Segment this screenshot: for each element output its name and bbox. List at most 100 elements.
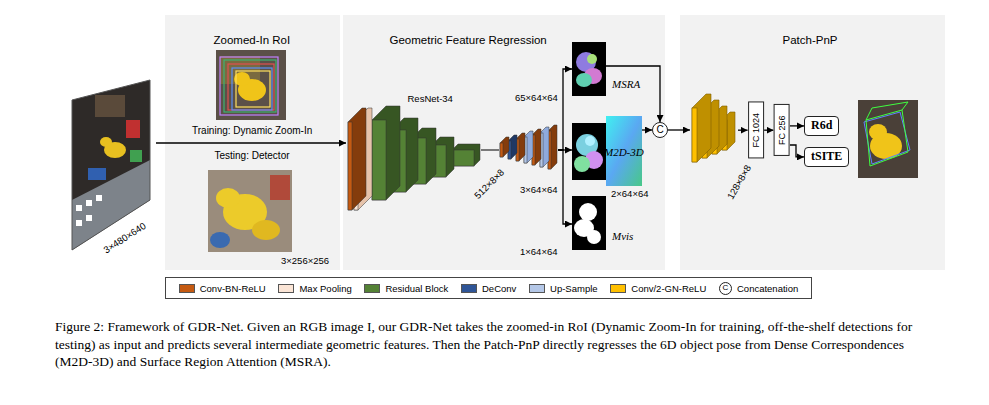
network-layers xyxy=(500,137,509,157)
input-photo xyxy=(60,70,160,260)
legend-box: Conv-BN-ReLU Max Pooling Residual Block DeC… xyxy=(165,277,812,299)
input-photo xyxy=(88,168,106,180)
flow-arrow xyxy=(642,129,652,130)
input-photo xyxy=(76,205,82,211)
network-layers xyxy=(508,135,517,159)
node-label: Patch-PnP xyxy=(783,34,838,47)
box-text: C xyxy=(656,124,663,136)
roi-crop xyxy=(208,170,292,252)
network-layers xyxy=(452,150,474,166)
conv-layers xyxy=(692,94,735,162)
input-image: 3×480×640 xyxy=(66,78,156,256)
network-layers xyxy=(372,120,386,200)
input-photo xyxy=(95,95,125,117)
flow-arrow xyxy=(790,125,804,126)
roi-crop xyxy=(216,50,286,120)
flow-arrow xyxy=(606,66,660,122)
feature-map-image xyxy=(572,123,606,180)
legend-item: DeConv xyxy=(461,283,516,294)
pose-result-photo xyxy=(866,110,908,166)
network-layers xyxy=(481,150,499,151)
stage-panel: Geometric Feature RegressionResNet-34 512… xyxy=(343,15,665,270)
conv-layers xyxy=(692,108,697,162)
node-label: Mvis xyxy=(612,230,633,243)
flow-arrow xyxy=(156,142,346,143)
legend-item: Residual Block xyxy=(364,283,448,294)
input-photo xyxy=(126,120,140,138)
legend-item: Conv/2-GN-ReLU xyxy=(610,283,706,294)
legend-swatch xyxy=(461,284,477,293)
roi-crop xyxy=(220,57,278,115)
legend-item: Up-Sample xyxy=(529,283,598,294)
node-label: 1×64×64 xyxy=(520,247,558,258)
legend-item: C Concatenation xyxy=(719,282,798,295)
node-label: M2D-3D xyxy=(604,146,644,159)
conv-block: 128×8×8 xyxy=(690,92,738,165)
feature-map: 3×64×64M2D-3D2×64×64 xyxy=(572,116,642,186)
caption-text: Figure 2: Framework of GDR-Net. Given an… xyxy=(55,319,912,369)
symbol-letter: C xyxy=(723,284,729,292)
pose-output: tSITE xyxy=(804,147,849,167)
input-photo xyxy=(96,195,102,201)
input-photo xyxy=(72,160,150,260)
stage-panel: Zoomed-In RoITraining: Dynamic Zoom-InTe… xyxy=(165,15,340,270)
node-label: MSRA xyxy=(612,78,640,91)
pose-result-photo xyxy=(872,102,908,108)
legend-text: Concatenation xyxy=(737,283,798,294)
legend-item: Max Pooling xyxy=(278,283,351,294)
panel-ground xyxy=(680,15,945,270)
flow-arrow xyxy=(764,130,774,131)
node-label: Testing: Detector xyxy=(215,150,290,162)
feature-map: 65×64×64MSRA xyxy=(572,42,606,96)
roi-crop xyxy=(216,188,240,208)
feature-map: 1×64×64Mvis xyxy=(572,196,606,250)
legend-swatch xyxy=(364,284,380,293)
legend-text: Max Pooling xyxy=(299,283,351,294)
node-label: 2×64×64 xyxy=(611,189,649,200)
box-text: tSITE xyxy=(811,150,842,164)
legend-text: Conv/2-GN-ReLU xyxy=(631,283,706,294)
node-label: ResNet-34 xyxy=(408,94,453,105)
network-layers xyxy=(516,133,525,161)
input-photo xyxy=(130,150,142,162)
legend-swatch xyxy=(179,284,195,293)
figure-caption: Figure 2: Framework of GDR-Net. Given an… xyxy=(55,318,935,371)
fc-layer: FC 1024 xyxy=(748,102,764,159)
input-photo xyxy=(76,220,82,226)
flow-arrow xyxy=(790,145,804,157)
pose-result-photo xyxy=(869,124,887,140)
roi-crop xyxy=(216,50,286,120)
flow-arrow xyxy=(558,150,572,224)
feature-map-image xyxy=(572,196,606,250)
legend-swatch xyxy=(278,284,294,293)
box-text: FC 256 xyxy=(777,115,787,145)
node-label: 3×480×640 xyxy=(102,220,148,255)
box-text: FC 1024 xyxy=(751,113,761,148)
node-label: 3×64×64 xyxy=(520,185,558,196)
feature-map-image xyxy=(585,136,595,146)
node-label: Training: Dynamic Zoom-In xyxy=(192,125,312,137)
pose-result-photo xyxy=(858,100,918,178)
roi-crop xyxy=(236,71,270,107)
node-label: Geometric Feature Regression xyxy=(390,34,547,47)
input-photo xyxy=(86,200,92,206)
network-layers xyxy=(348,122,352,210)
feature-map-image xyxy=(574,156,590,172)
input-photo xyxy=(60,70,160,260)
flow-arrow xyxy=(558,69,572,150)
network-layers xyxy=(524,131,533,163)
node-label: 512×8×8 xyxy=(473,167,507,201)
legend-text: DeConv xyxy=(482,283,516,294)
concat-node: C xyxy=(652,122,668,138)
network-layers xyxy=(540,127,549,167)
stage-panel: Patch-PnP 128×8×8 FC 1024 FC 256 R6d tSITE xyxy=(680,15,945,270)
panel-ground xyxy=(343,15,665,270)
legend-text: Conv-BN-ReLU xyxy=(200,283,266,294)
feature-map-image xyxy=(576,73,592,87)
legend-text: Residual Block xyxy=(385,283,448,294)
box-text: R6d xyxy=(811,119,832,133)
network-layers xyxy=(372,106,400,200)
input-photo xyxy=(60,70,160,260)
concat-symbol: C xyxy=(719,282,732,295)
